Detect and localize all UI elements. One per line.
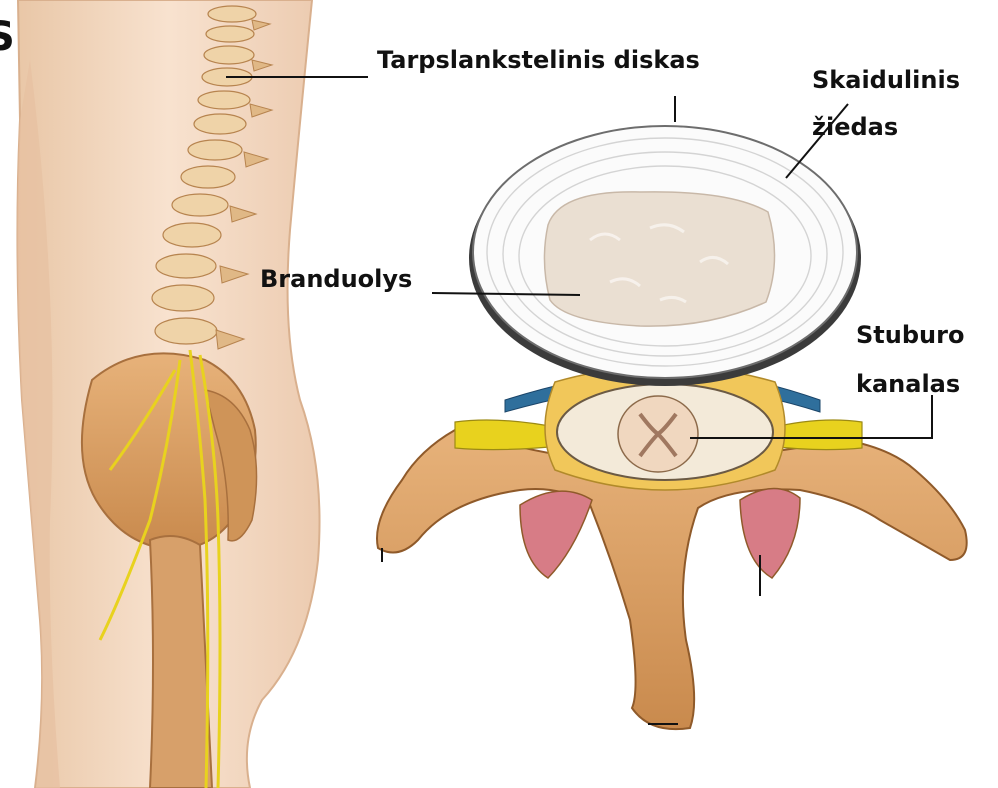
label-spinal-canal-line1: Stuburo: [856, 321, 964, 349]
facet-joint-left: [520, 491, 592, 578]
label-nucleus: Branduolys: [260, 265, 412, 293]
facet-joint-right: [740, 488, 800, 578]
vertebra-cross-section: [377, 126, 967, 729]
body-side-view: [17, 0, 319, 788]
nerve-root-left: [455, 420, 560, 450]
label-annulus-line1: Skaidulinis: [812, 66, 960, 94]
cropped-edge-glyph: S: [0, 14, 15, 60]
label-spinal-canal-line2: kanalas: [856, 370, 960, 398]
nucleus-pulposus: [544, 192, 774, 326]
label-intervertebral-disc: Tarpslankstelinis diskas: [377, 46, 700, 74]
label-annulus-line2: žiedas: [812, 113, 898, 141]
